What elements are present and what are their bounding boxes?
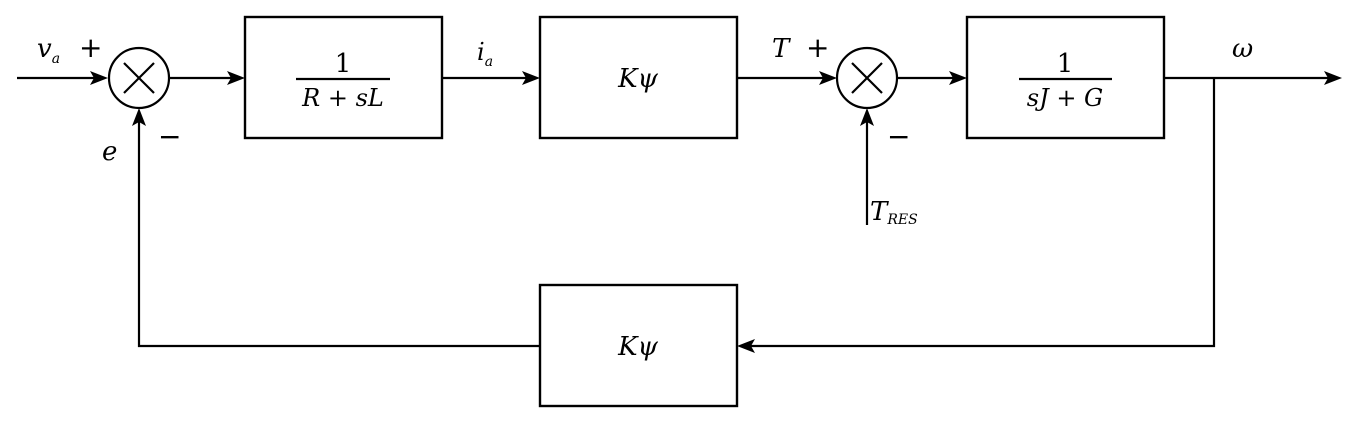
arrowhead	[227, 71, 245, 85]
input-arrowhead	[90, 71, 108, 85]
electrical-numerator: 1	[335, 49, 352, 79]
torque-constant-label: Kψ	[617, 64, 658, 94]
electrical-block	[243, 15, 444, 140]
back-emf-line	[137, 120, 540, 348]
feedback-label: Kψ	[617, 332, 658, 362]
sum2-minus-sign: −	[887, 120, 910, 153]
summing-junction-1	[107, 46, 171, 110]
arrowhead	[132, 108, 146, 126]
output-speed-label: ω	[1232, 34, 1253, 64]
feedback-path-line	[749, 78, 1216, 348]
sum1-plus-sign: +	[79, 31, 102, 64]
arrowhead	[949, 71, 967, 85]
sum2-plus-sign: +	[806, 31, 829, 64]
load-torque-label: TRES	[870, 197, 918, 228]
arrowhead	[737, 339, 755, 353]
current-label: ia	[477, 38, 493, 70]
sum1-minus-sign: −	[158, 120, 181, 153]
mechanical-numerator: 1	[1057, 49, 1074, 79]
back-emf-label: e	[102, 137, 117, 167]
input-voltage-label: va	[37, 34, 60, 67]
torque-label: T	[772, 34, 791, 64]
mechanical-denominator: sJ + G	[1027, 84, 1103, 112]
summing-junction-2	[835, 46, 899, 110]
output-arrowhead	[1324, 71, 1342, 85]
arrowhead	[860, 108, 874, 126]
arrowhead	[522, 71, 540, 85]
mechanical-block	[965, 15, 1166, 140]
electrical-denominator: R + sL	[301, 84, 384, 112]
arrowhead	[819, 71, 837, 85]
